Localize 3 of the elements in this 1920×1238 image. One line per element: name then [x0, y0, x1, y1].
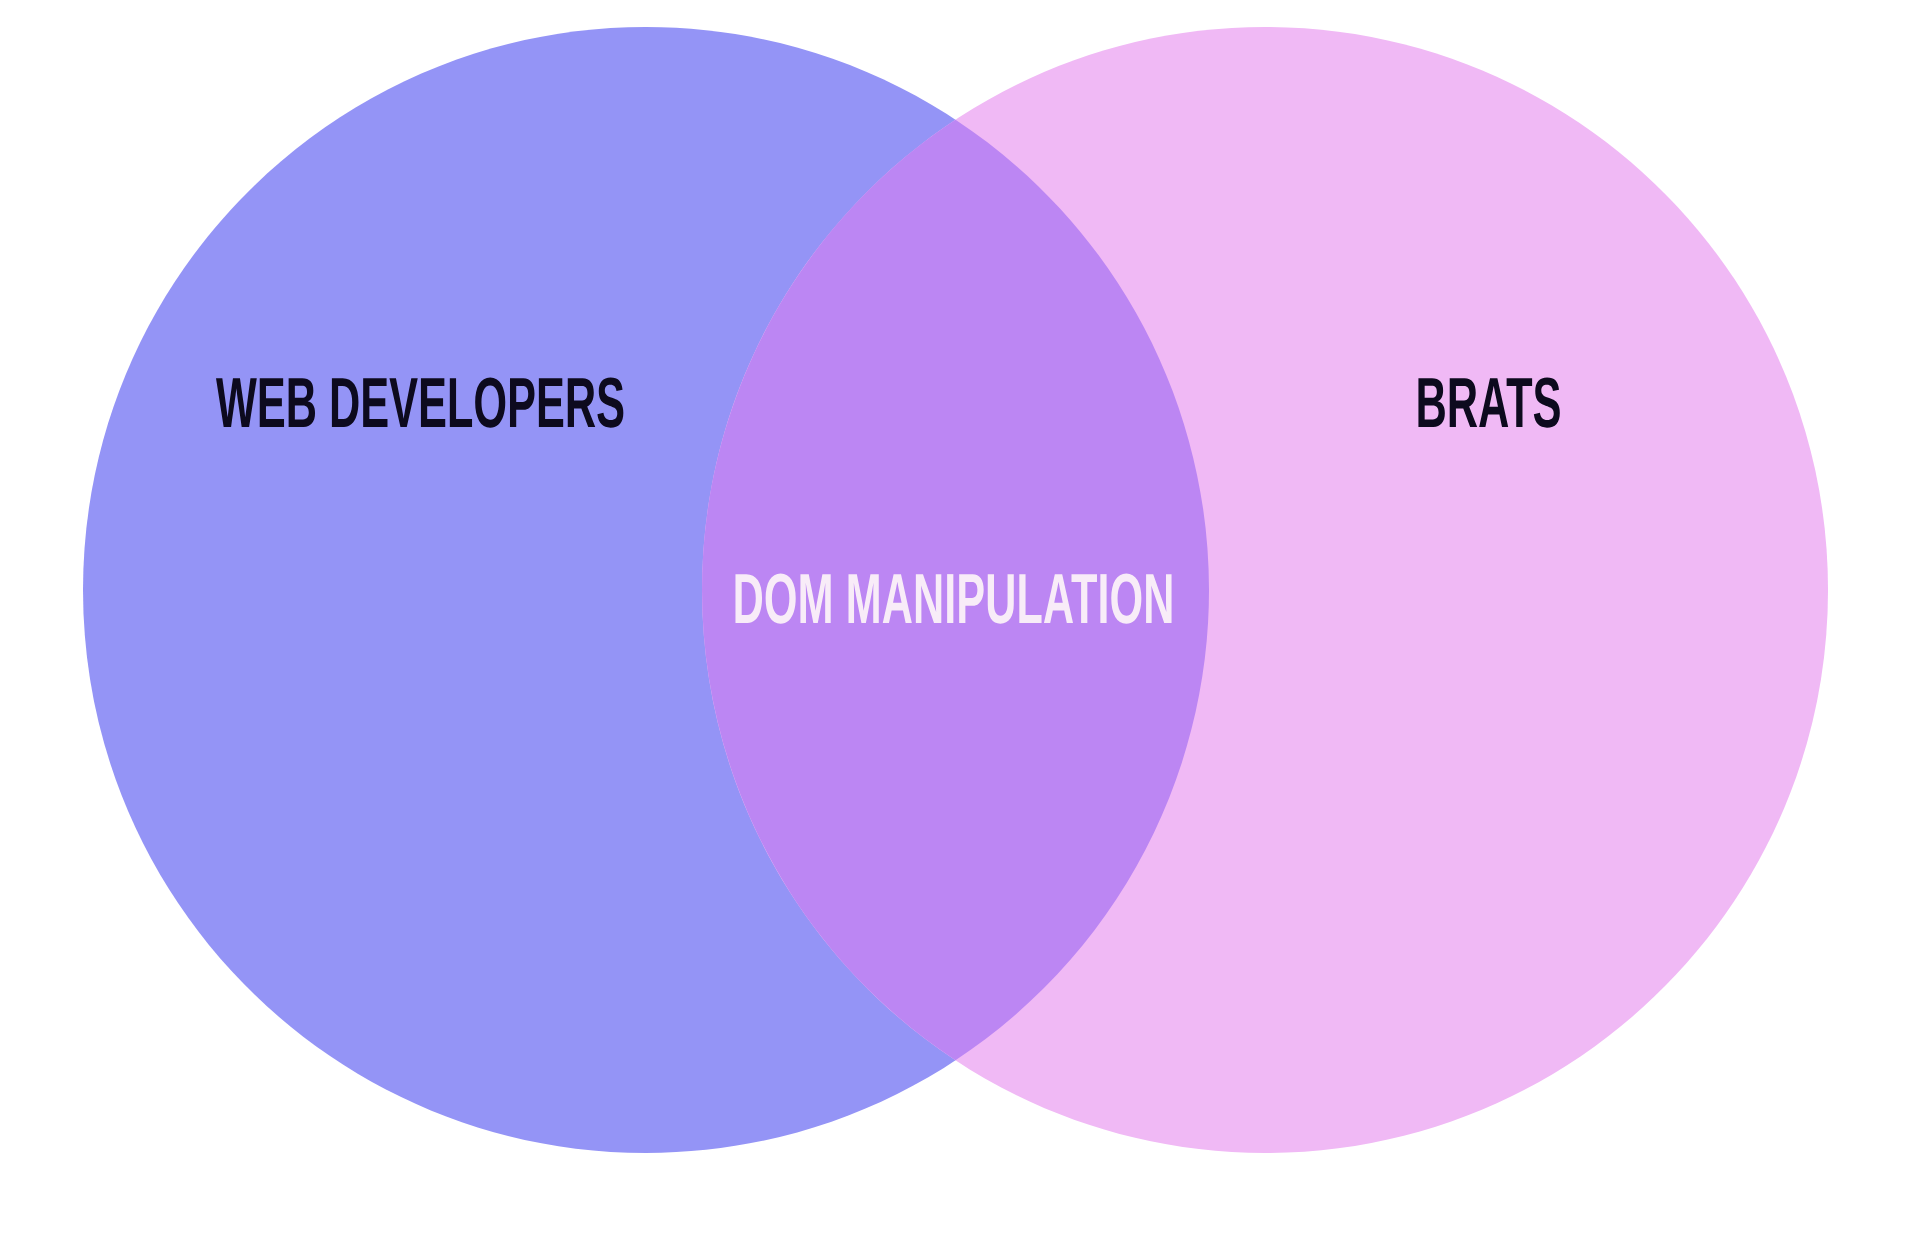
- overlap-label: DOM MANIPULATION: [735, 573, 1172, 624]
- set-label: BRATS: [1418, 377, 1560, 428]
- set-label: WEB DEVELOPERS: [216, 377, 624, 428]
